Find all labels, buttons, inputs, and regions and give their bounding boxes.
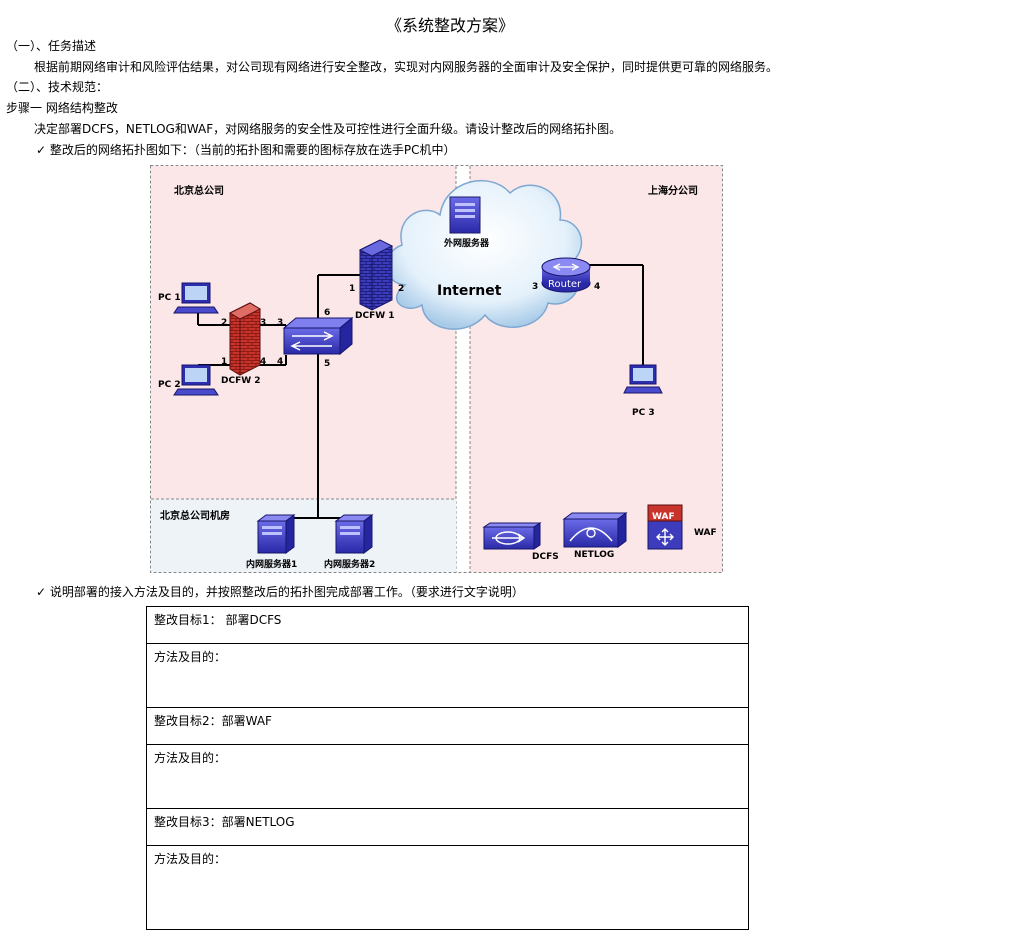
internal-server-1 (256, 514, 296, 554)
dcfw2-label: DCFW 2 (221, 376, 261, 386)
check-icon: ✓ (36, 585, 47, 599)
section1-body: 根据前期网络审计和风险评估结果，对公司现有网络进行安全整改，实现对内网服务器的全… (34, 60, 779, 74)
internal-server-1-label: 内网服务器1 (246, 558, 297, 570)
router-port4: 4 (594, 282, 600, 292)
dcfw2-firewall (228, 302, 262, 376)
dcfw2-port1: 1 (221, 357, 227, 367)
table-row: 方法及目的： (146, 845, 749, 930)
netlog-icon (562, 512, 628, 548)
dcfs-label: DCFS (532, 552, 559, 562)
pc1-computer (173, 282, 219, 314)
netlog-label: NETLOG (574, 550, 614, 560)
section1-heading: （一）、任务描述 (6, 39, 97, 53)
internal-server-2 (334, 514, 374, 554)
method-cell[interactable]: 方法及目的： (146, 643, 749, 708)
table-row: 整改目标3：部署NETLOG (146, 808, 749, 846)
switch-port4: 4 (277, 357, 283, 367)
switch-port5: 5 (324, 359, 330, 369)
router-label: Router (548, 279, 582, 290)
shanghai-label: 上海分公司 (648, 184, 698, 197)
goal-cell: 整改目标1： 部署DCFS (146, 606, 749, 644)
table-row: 整改目标2：部署WAF (146, 707, 749, 745)
bullet-deployment: ✓ 说明部署的接入方法及目的，并按照整改后的拓扑图完成部署工作。（要求进行文字说… (36, 583, 524, 600)
dcfw1-port2: 2 (398, 284, 404, 294)
core-switch (282, 316, 354, 356)
dcfw2-port3: 3 (260, 318, 266, 328)
internal-server-2-label: 内网服务器2 (324, 558, 375, 570)
step1-heading: 步骤一 网络结构整改 (6, 101, 118, 115)
switch-port6: 6 (324, 308, 330, 318)
table-row: 方法及目的： (146, 744, 749, 809)
internet-cloud: Internet (385, 179, 583, 330)
pc2-computer (173, 364, 219, 396)
bullet-deployment-text: 说明部署的接入方法及目的，并按照整改后的拓扑图完成部署工作。（要求进行文字说明） (49, 585, 524, 599)
datacenter-label: 北京总公司机房 (160, 509, 230, 522)
router-port3: 3 (532, 282, 538, 292)
beijing-label: 北京总公司 (174, 184, 224, 197)
external-server (449, 196, 481, 234)
document-title: 《系统整改方案》 (386, 16, 515, 35)
deployment-plan-table: 整改目标1： 部署DCFS 方法及目的： 整改目标2：部署WAF 方法及目的： … (146, 606, 749, 930)
pc1-label: PC 1 (158, 293, 181, 303)
method-cell[interactable]: 方法及目的： (146, 845, 749, 930)
goal-cell: 整改目标2：部署WAF (146, 707, 749, 745)
pc3-computer (623, 364, 663, 394)
external-server-label: 外网服务器 (443, 237, 490, 249)
bullet-topology-text: 整改后的网络拓扑图如下：（当前的拓扑图和需要的图标存放在选手PC机中） (49, 143, 456, 157)
waf-icon-text: WAF (652, 512, 675, 522)
datacenter-zone (151, 499, 456, 572)
waf-label: WAF (694, 528, 717, 538)
dcfw2-port2: 2 (221, 318, 227, 328)
switch-port3: 3 (277, 318, 283, 328)
dcfw1-port1: 1 (349, 284, 355, 294)
pc2-label: PC 2 (158, 380, 181, 390)
table-row: 整改目标1： 部署DCFS (146, 606, 749, 644)
dcfs-icon (482, 522, 542, 550)
router (541, 257, 591, 293)
pc3-label: PC 3 (632, 408, 655, 418)
table-row: 方法及目的： (146, 643, 749, 708)
internet-label: Internet (437, 283, 502, 299)
dcfw1-firewall (358, 239, 394, 311)
method-cell[interactable]: 方法及目的： (146, 744, 749, 809)
check-icon: ✓ (36, 143, 47, 157)
dcfw2-port4: 4 (260, 357, 266, 367)
bullet-topology: ✓ 整改后的网络拓扑图如下：（当前的拓扑图和需要的图标存放在选手PC机中） (36, 141, 456, 158)
waf-icon (647, 504, 683, 550)
step1-body: 决定部署DCFS，NETLOG和WAF，对网络服务的安全性及可控性进行全面升级。… (34, 122, 622, 136)
section2-heading: （二）、技术规范： (6, 80, 109, 94)
dcfw1-label: DCFW 1 (355, 311, 395, 321)
goal-cell: 整改目标3：部署NETLOG (146, 808, 749, 846)
network-topology-diagram: 北京总公司 上海分公司 北京总公司机房 Internet 外网服务器 (150, 165, 723, 573)
